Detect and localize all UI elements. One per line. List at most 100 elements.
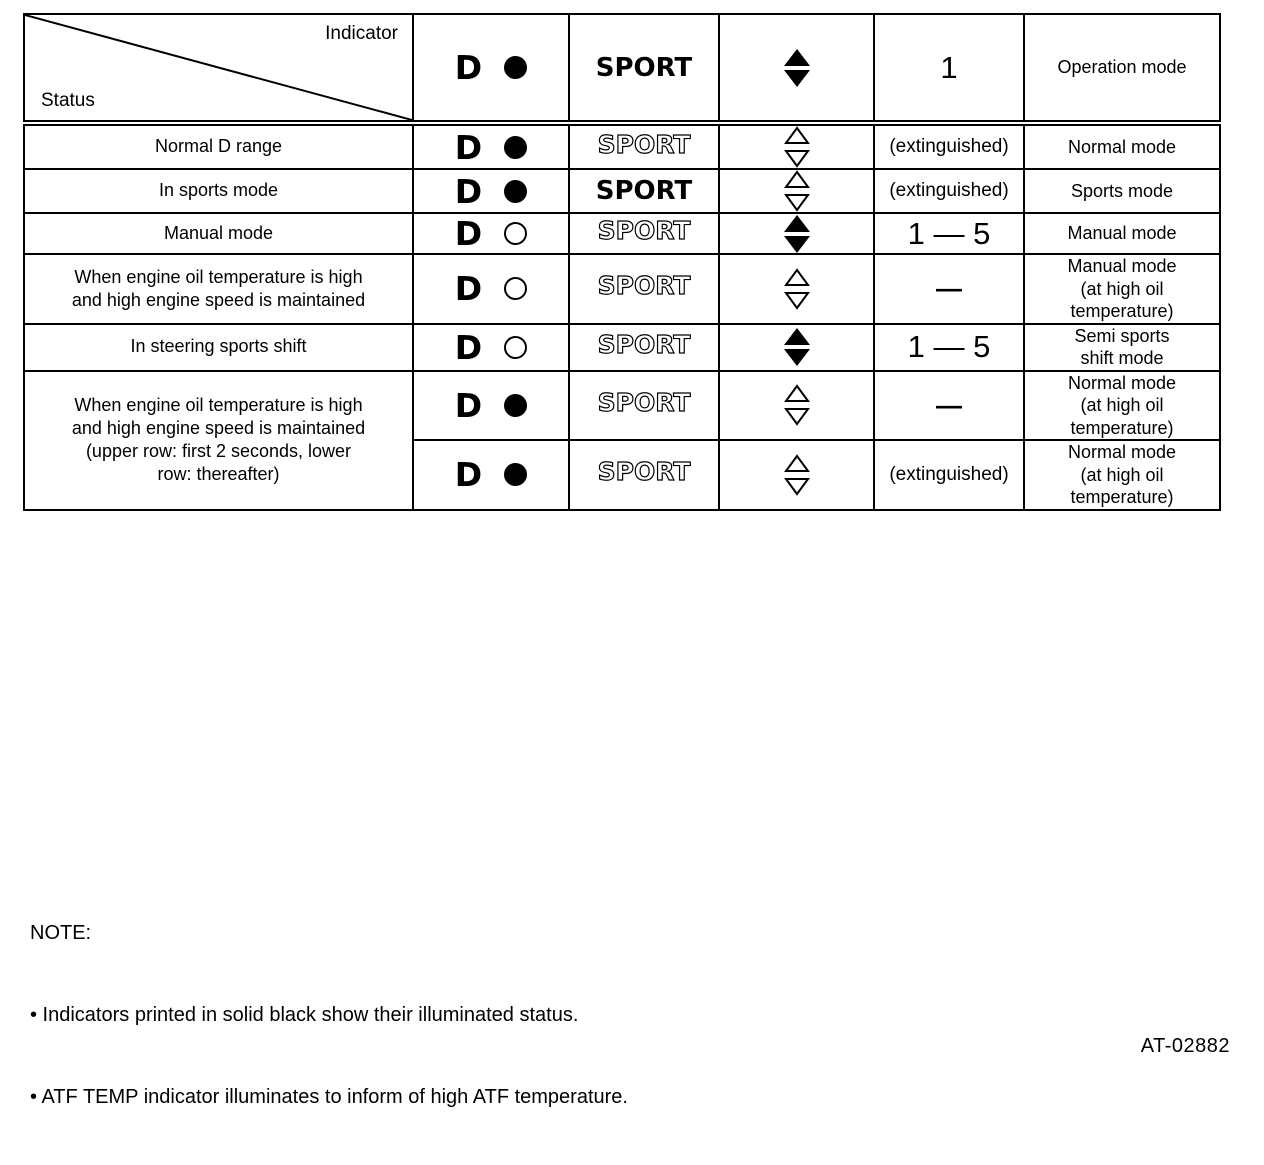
d-lamp-group: D (414, 272, 568, 305)
arrow-down-icon (783, 193, 810, 212)
figure-code: AT-02882 (1140, 1035, 1230, 1057)
shift-arrows-icon (720, 170, 873, 212)
d-lamp-cell-3: D (412, 253, 570, 325)
sport-indicator-icon: SPORT (597, 129, 691, 159)
d-indicator-header: D (412, 13, 570, 126)
atf-temp-lamp-icon (504, 179, 528, 203)
sport-indicator-icon: SPORT (597, 387, 691, 417)
notes-title: NOTE: (30, 922, 92, 945)
sport-cell-1: SPORT (568, 168, 720, 214)
d-lamp-group: D (414, 175, 568, 208)
notes-block: NOTE: • Indicators printed in solid blac… (30, 866, 628, 1165)
shift-arrows-icon (720, 454, 873, 496)
arrow-up-icon (783, 268, 810, 287)
shift-arrows-icon (720, 328, 873, 366)
shift-arrows-icon (720, 126, 873, 168)
d-lamp-cell-6: D (412, 439, 570, 511)
arrow-up-icon (783, 214, 810, 232)
sport-cell-5: SPORT (568, 369, 720, 441)
svg-text:SPORT: SPORT (598, 271, 691, 300)
d-letter: D (454, 171, 483, 211)
d-lamp-group: D (414, 131, 568, 164)
sport-cell-4: SPORT (568, 322, 720, 372)
d-letter: D (454, 127, 483, 167)
status-cell-0: Normal D range (23, 122, 414, 170)
arrow-down-icon (783, 149, 810, 168)
gear-cell-1: (extinguished) (873, 168, 1025, 214)
arrow-down-icon (783, 407, 810, 426)
status-cell-1: In sports mode (23, 168, 414, 214)
arrows-cell-3 (718, 253, 875, 325)
sport-indicator-icon: SPORT (597, 271, 691, 301)
d-lamp-cell-1: D (412, 168, 570, 214)
d-lamp-cell-0: D (412, 122, 570, 170)
svg-text:SPORT: SPORT (598, 216, 691, 245)
atf-temp-lamp-icon (504, 56, 528, 79)
d-lamp-cell-4: D (412, 322, 570, 372)
atf-temp-lamp-icon (504, 277, 528, 301)
d-lamp-cell-2: D (412, 212, 570, 255)
d-lamp-group: D (414, 331, 568, 364)
status-cell-4: In steering sports shift (23, 322, 414, 372)
d-lamp-group: D (414, 51, 568, 84)
gear-cell-2: 1 — 5 (873, 212, 1025, 255)
sport-cell-2: SPORT (568, 212, 720, 255)
arrow-down-icon (783, 349, 810, 366)
note-item-2: • ATF TEMP indicator illuminates to info… (30, 1085, 628, 1108)
note-item-1: • Indicators printed in solid black show… (30, 1003, 579, 1026)
operation-mode-cell-1: Sports mode (1023, 168, 1221, 214)
sport-indicator-icon: SPORT (597, 329, 691, 359)
arrow-up-icon (783, 170, 810, 189)
d-lamp-group: D (414, 217, 568, 250)
sport-indicator-icon: SPORT (595, 52, 693, 83)
svg-text:SPORT: SPORT (598, 388, 691, 417)
gear-cell-4: 1 — 5 (873, 322, 1025, 372)
status-cell-2: Manual mode (23, 212, 414, 255)
svg-text:SPORT: SPORT (598, 457, 691, 486)
atf-temp-lamp-icon (504, 463, 528, 487)
d-lamp-cell-5: D (412, 369, 570, 441)
atf-temp-lamp-icon (504, 393, 528, 417)
arrows-cell-4 (718, 322, 875, 372)
gear-cell-0: (extinguished) (873, 122, 1025, 170)
arrow-up-icon (783, 48, 810, 66)
shift-arrows-header (718, 13, 875, 126)
svg-text:SPORT: SPORT (598, 330, 691, 359)
d-lamp-group: D (414, 458, 568, 491)
d-letter: D (454, 269, 483, 309)
arrows-cell-1 (718, 168, 875, 214)
d-letter: D (454, 214, 483, 253)
sport-indicator-header: SPORT (568, 13, 720, 126)
d-letter: D (454, 48, 483, 87)
d-lamp-group: D (414, 389, 568, 422)
arrows-cell-6 (718, 439, 875, 511)
d-letter: D (454, 455, 483, 495)
sport-cell-3: SPORT (568, 253, 720, 325)
arrows-cell-2 (718, 212, 875, 255)
sport-indicator-icon: SPORT (597, 215, 691, 245)
shift-arrows-icon (720, 384, 873, 426)
gear-number-header: 1 (873, 13, 1025, 126)
atf-temp-lamp-icon (504, 135, 528, 159)
sport-cell-0: SPORT (568, 122, 720, 170)
shift-arrows-icon (720, 268, 873, 310)
arrow-down-icon (783, 291, 810, 310)
shift-arrows-icon (720, 48, 873, 87)
arrow-up-icon (783, 384, 810, 403)
arrows-cell-0 (718, 122, 875, 170)
d-letter: D (454, 327, 483, 367)
shift-arrows-icon (720, 214, 873, 253)
